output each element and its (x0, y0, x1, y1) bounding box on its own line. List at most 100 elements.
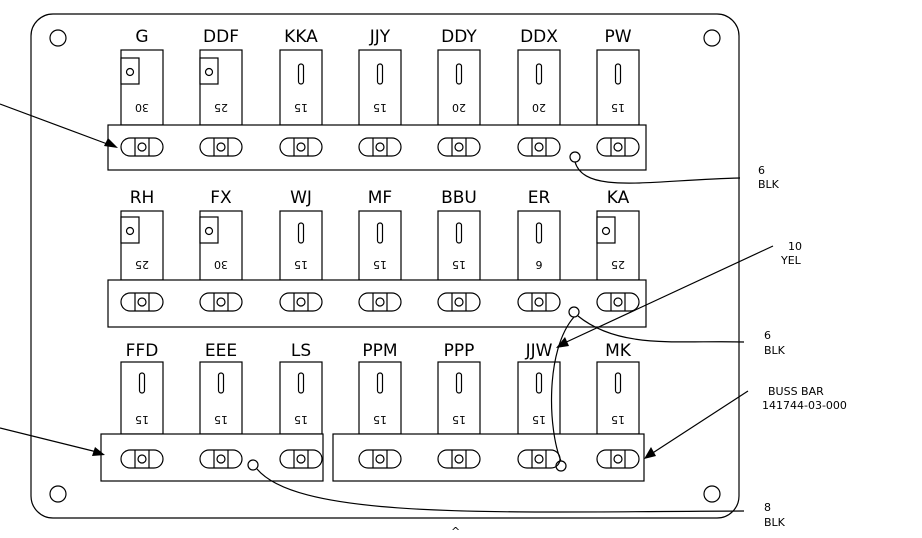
terminal-screw-icon (534, 142, 544, 152)
fuse-name-label: PPM (362, 341, 397, 361)
terminal-screw-icon (216, 142, 226, 152)
fuse-square-tab-icon (199, 216, 219, 244)
bus-terminal (596, 292, 640, 312)
fuse-square-tab-icon (120, 216, 140, 244)
wire-jjw-loop (550, 316, 575, 462)
fuse-blade-icon (455, 372, 463, 394)
bus-terminal (596, 137, 640, 157)
mounting-hole-top-right (703, 29, 721, 47)
terminal-slot (120, 449, 164, 469)
terminal-slot (358, 292, 402, 312)
bus-terminal (199, 137, 243, 157)
fuse-amp-rating: 15 (294, 258, 308, 271)
terminal-screw-icon (534, 297, 544, 307)
bus-terminal (437, 137, 481, 157)
callout-8-blk-color: BLK (764, 516, 786, 529)
terminal-slot (199, 137, 243, 157)
fuse-amp-rating: 15 (214, 413, 228, 426)
fuse-name-label: BBU (441, 188, 477, 208)
terminal-slot (596, 137, 640, 157)
bus-terminal (120, 292, 164, 312)
fuse-body (199, 361, 243, 435)
fuse-g: G30 (120, 27, 164, 126)
bus-terminal (358, 449, 402, 469)
fuse-amp-rating: 15 (611, 101, 625, 114)
terminal-slot (517, 449, 561, 469)
fuse-amp-rating: 30 (214, 258, 228, 271)
fuse-amp-rating: 25 (214, 101, 228, 114)
fuse-er: ER6 (517, 188, 561, 281)
fuse-amp-rating: 15 (611, 413, 625, 426)
terminal-screw-icon (454, 454, 464, 464)
mounting-hole-bottom-right (703, 485, 721, 503)
bus-terminal (517, 137, 561, 157)
bus-terminal (596, 449, 640, 469)
fuse-name-label: KKA (284, 27, 318, 47)
fuse-blade-icon (455, 222, 463, 244)
fuse-body (279, 361, 323, 435)
fuse-amp-rating: 15 (373, 101, 387, 114)
leader-arrows (0, 103, 774, 459)
fuse-body (596, 49, 640, 126)
wire-stud-row3-left (247, 459, 259, 471)
fuse-amp-rating: 15 (294, 413, 308, 426)
callout-6-blk-top-gauge: 6 (758, 164, 765, 177)
terminal-slot (120, 292, 164, 312)
terminal-screw-icon (375, 142, 385, 152)
footer-caret: ^ (451, 525, 460, 538)
callout-8-blk-gauge: 8 (764, 501, 771, 514)
fuse-blade-icon (297, 222, 305, 244)
fuse-square-tab-icon (596, 216, 616, 244)
fuse-body (517, 210, 561, 281)
terminal-screw-icon (454, 297, 464, 307)
fuse-name-label: G (135, 27, 148, 47)
terminal-screw-icon (375, 454, 385, 464)
fuse-body (279, 49, 323, 126)
terminal-screw-icon (296, 297, 306, 307)
fuse-blade-icon (376, 63, 384, 85)
terminal-slot (437, 137, 481, 157)
fuse-blade-icon (614, 372, 622, 394)
terminal-slot (596, 292, 640, 312)
wire-6-blk-top (574, 161, 741, 184)
fuse-blade-icon (376, 222, 384, 244)
terminal-slot (279, 137, 323, 157)
terminal-slot (199, 292, 243, 312)
callout-6-blk-top-color: BLK (758, 178, 780, 191)
fuse-blade-icon (376, 372, 384, 394)
fuse-amp-rating: 15 (532, 413, 546, 426)
fuse-name-label: RH (130, 188, 155, 208)
callout-10-yel-color: YEL (780, 254, 802, 267)
terminal-slot (279, 292, 323, 312)
bus-terminal (279, 137, 323, 157)
terminal-slot (517, 292, 561, 312)
terminal-slot (358, 137, 402, 157)
fuse-blade-icon (614, 63, 622, 85)
fuse-body (517, 49, 561, 126)
fuse-name-label: ER (528, 188, 551, 208)
bus-terminal (517, 449, 561, 469)
bus-terminal (199, 292, 243, 312)
bus-terminal (279, 449, 323, 469)
fuse-layer: G30DDF25KKA15JJY15DDY20DDX20PW15RH25FX30… (120, 27, 640, 435)
terminal-slot (517, 137, 561, 157)
terminal-screw-icon (613, 297, 623, 307)
fuse-amp-rating: 25 (135, 258, 149, 271)
callout-6-blk-mid-color: BLK (764, 344, 786, 357)
terminal-screw-icon (296, 142, 306, 152)
terminal-screw-icon (137, 454, 147, 464)
fuse-blade-icon (217, 372, 225, 394)
